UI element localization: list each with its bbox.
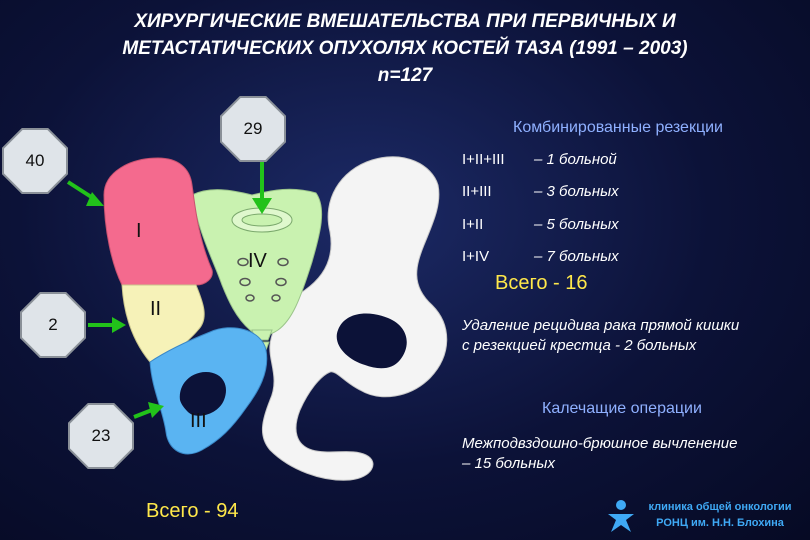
recurrence-line-2: с резекцией крестца - 2 больных: [462, 337, 697, 354]
footer-text: клиника общей онкологии РОНЦ им. Н.Н. Бл…: [640, 499, 800, 531]
combo-zones: I+IV: [462, 248, 490, 265]
combined-heading: Комбинированные резекции: [513, 119, 723, 136]
clinic-logo-icon: [608, 500, 634, 532]
mutilating-heading: Калечащие операции: [542, 400, 702, 417]
badge-40: 40: [4, 130, 66, 192]
combo-count: – 3 больных: [534, 183, 619, 200]
combo-count: – 7 больных: [534, 248, 619, 265]
zone-II-label: II: [150, 298, 162, 320]
ilium-zone-I: [103, 157, 213, 286]
title-line-3: n=127: [377, 65, 433, 86]
slide-title: ХИРУРГИЧЕСКИЕ ВМЕШАТЕЛЬСТВА ПРИ ПЕРВИЧНЫ…: [0, 8, 810, 89]
zone-III-label: III: [190, 410, 207, 432]
title-line-1: ХИРУРГИЧЕСКИЕ ВМЕШАТЕЛЬСТВА ПРИ ПЕРВИЧНЫ…: [134, 11, 676, 32]
combo-zones: II+III: [462, 183, 492, 200]
combined-total: Всего - 16: [495, 272, 588, 294]
recurrence-text: Удаление рецидива рака прямой кишки с ре…: [462, 316, 739, 356]
footer-line-1: клиника общей онкологии: [648, 501, 792, 513]
mutilating-line-1: Межподвздошно-брюшное вычленение: [462, 435, 738, 452]
left-total: Всего - 94: [146, 500, 239, 522]
footer-line-2: РОНЦ им. Н.Н. Блохина: [656, 517, 784, 529]
badge-23: 23: [70, 405, 132, 467]
mutilating-line-2: – 15 больных: [462, 455, 555, 472]
combo-count: – 1 больной: [534, 151, 617, 168]
title-line-2: МЕТАСТАТИЧЕСКИХ ОПУХОЛЯХ КОСТЕЙ ТАЗА (19…: [122, 38, 688, 59]
zone-IV-label: IV: [248, 250, 267, 272]
zone-I-label: I: [136, 220, 142, 242]
badge-29: 29: [222, 98, 284, 160]
combo-zones: I+II: [462, 216, 484, 233]
combo-zones: I+II+III: [462, 151, 505, 168]
recurrence-line-1: Удаление рецидива рака прямой кишки: [462, 317, 740, 334]
badge-2: 2: [22, 294, 84, 356]
combo-count: – 5 больных: [534, 216, 619, 233]
mutilating-text: Межподвздошно-брюшное вычленение – 15 бо…: [462, 434, 737, 474]
